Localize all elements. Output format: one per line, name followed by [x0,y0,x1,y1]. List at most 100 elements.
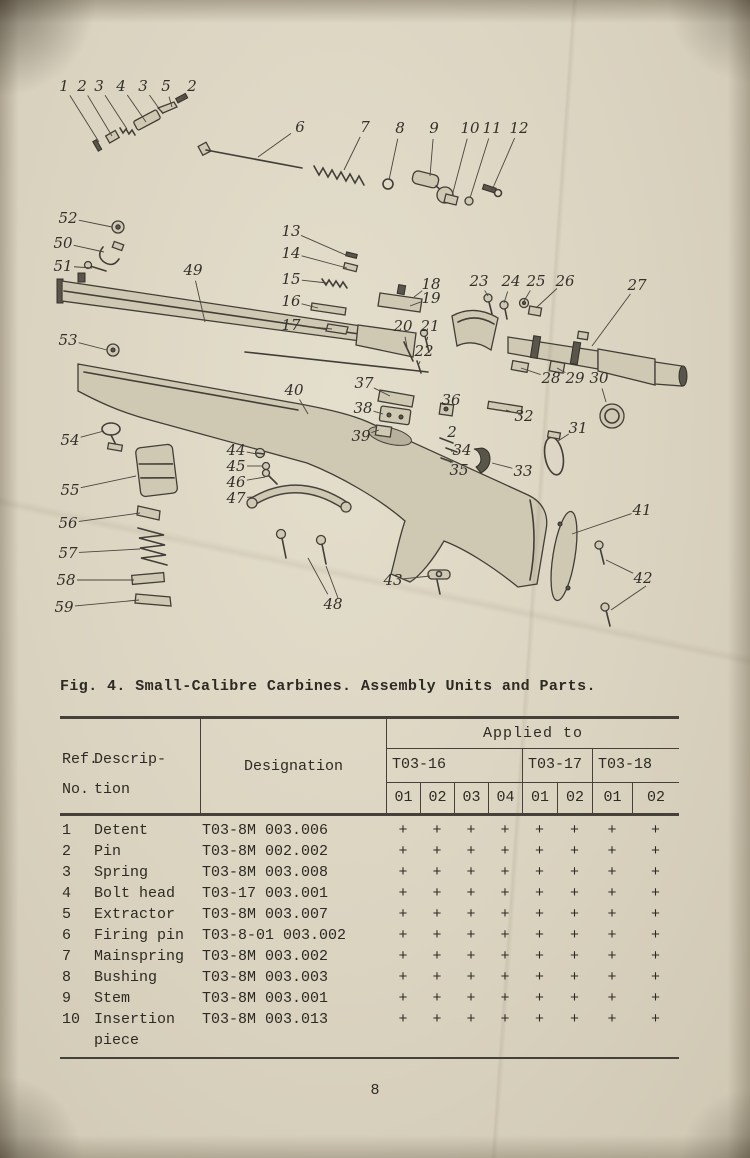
applicability-mark: + [398,843,408,860]
applicability-mark: + [650,927,660,944]
ref-no: 1 [62,822,72,839]
part-callout: 12 [509,119,529,137]
applicability-mark: + [432,822,442,839]
applicability-mark: + [466,822,476,839]
ref-no: 6 [62,927,72,944]
applicability-mark: + [466,885,476,902]
part-callout: 3 [138,77,148,95]
ref-no: 9 [62,990,72,1007]
part-callout: 47 [226,489,246,507]
applicability-mark: + [432,990,442,1007]
part-callout: 17 [281,316,301,334]
applicability-mark: + [569,1011,579,1028]
model-header: T03-16 [386,749,522,783]
part-callout: 2 [187,77,197,95]
designation: T03-8M 003.002 [202,948,329,965]
applicability-mark: + [534,969,544,986]
part-callout: 24 [501,272,521,290]
table-header: Ref. No. Descrip- tion Designation Appli… [60,716,679,816]
applicability-mark: + [500,906,510,923]
part-callout: 22 [414,342,434,360]
applicability-mark: + [466,864,476,881]
applicability-mark: + [534,948,544,965]
figure-caption: Fig. 4. Small-Calibre Carbines. Assembly… [60,678,596,695]
applicability-mark: + [466,1011,476,1028]
designation: T03-8-01 003.002 [202,927,347,944]
applicability-mark: + [534,1011,544,1028]
part-callout: 8 [395,119,405,137]
designation: T03-8M 003.007 [202,906,329,923]
applicability-mark: + [607,843,617,860]
applicability-mark: + [534,885,544,902]
part-callout: 18 [421,275,441,293]
applicability-mark: + [534,906,544,923]
part-callout: 27 [627,276,647,294]
part-callout: 16 [281,292,301,310]
part-callout: 5 [161,77,171,95]
part-callout: 41 [632,501,652,519]
part-callout: 55 [60,481,80,499]
applicability-mark: + [569,822,579,839]
part-callout: 14 [281,244,301,262]
applicability-mark: + [432,885,442,902]
part-callout: 36 [441,391,461,409]
part-callout: 49 [183,261,203,279]
applicability-mark: + [466,948,476,965]
applicability-mark: + [466,969,476,986]
applicability-mark: + [650,822,660,839]
applicability-mark: + [607,822,617,839]
applicability-mark: + [569,885,579,902]
variant-header: 02 [632,783,679,813]
applicability-mark: + [534,990,544,1007]
applicability-mark: + [650,969,660,986]
part-callout: 31 [568,419,588,437]
applicability-mark: + [398,822,408,839]
part-callout: 54 [60,431,80,449]
applicability-mark: + [650,843,660,860]
applicability-mark: + [534,864,544,881]
ref-header-line1: Ref. [62,751,99,768]
applicability-mark: + [500,969,510,986]
applicability-mark: + [534,843,544,860]
part-callout: 52 [58,209,78,227]
part-callout: 28 [541,369,561,387]
part-callout: 33 [513,462,533,480]
applicability-mark: + [432,864,442,881]
applicability-mark: + [607,948,617,965]
applicability-mark: + [607,885,617,902]
applicability-mark: + [607,990,617,1007]
ref-no: 3 [62,864,72,881]
applicability-mark: + [500,990,510,1007]
applicability-mark: + [534,822,544,839]
part-callout: 45 [226,457,246,475]
applicability-mark: + [569,843,579,860]
description-header-line2: tion [94,781,131,798]
part-callout: 58 [56,571,76,589]
applicability-mark: + [534,927,544,944]
ref-no-header: Ref. No. [62,745,98,805]
part-callout: 38 [353,399,373,417]
variant-header: 01 [522,783,557,813]
part-callout: 2 [447,423,457,441]
applicability-mark: + [432,948,442,965]
parts-table: Ref. No. Descrip- tion Designation Appli… [60,716,679,1059]
applicability-mark: + [432,906,442,923]
variant-header: 01 [592,783,632,813]
description: Extractor [94,906,176,923]
part-callout: 51 [53,257,73,275]
applicability-mark: + [398,864,408,881]
applicability-mark: + [650,906,660,923]
part-callout: 1 [59,77,69,95]
description: Pin [94,843,122,860]
applicability-mark: + [432,1011,442,1028]
designation: T03-8M 003.003 [202,969,329,986]
applicability-mark: + [569,948,579,965]
ref-no: 2 [62,843,72,860]
part-callout: 53 [58,331,78,349]
part-callout: 11 [482,119,502,137]
description: Firing pin [94,927,185,944]
part-callout: 23 [469,272,489,290]
